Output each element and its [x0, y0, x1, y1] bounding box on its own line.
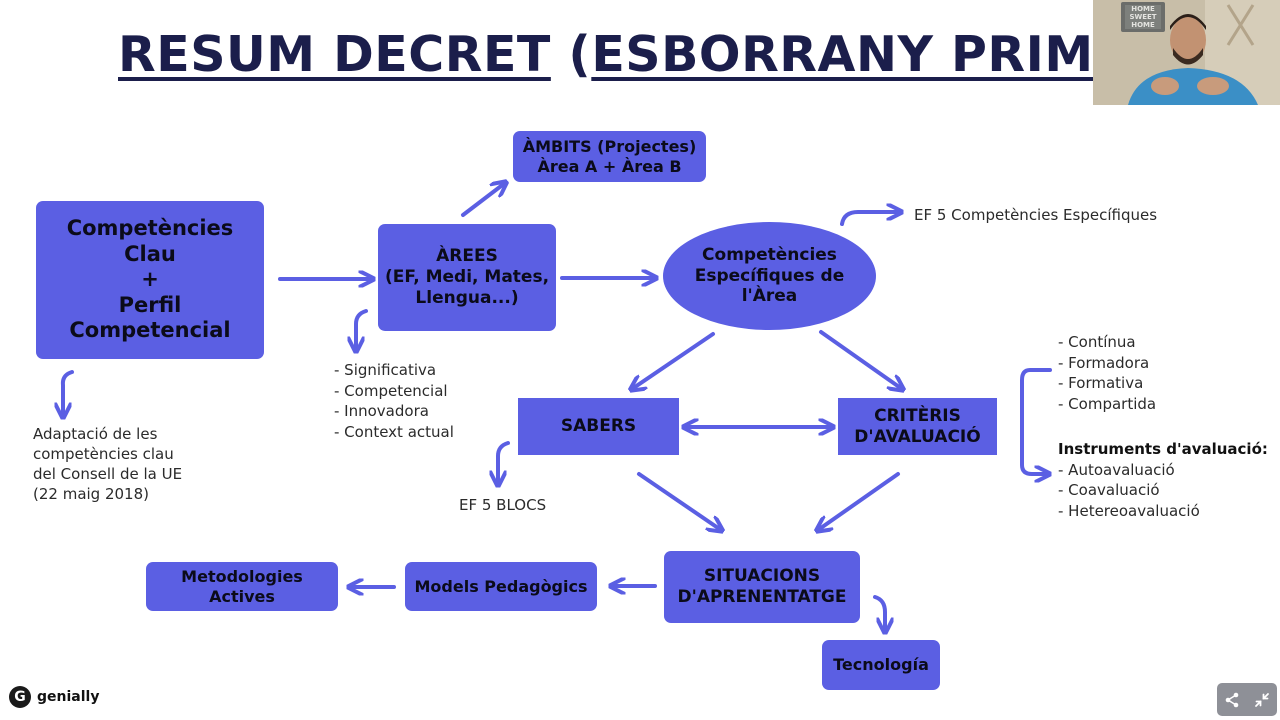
arees-note-item: - Competencial [334, 381, 448, 400]
arrow-especifiques-to-criteris [819, 330, 902, 389]
competencies-clau-box: Competències Clau + Perfil Competencial [36, 201, 264, 359]
avaluacio-notes: - Contínua - Formadora - Formativa - Com… [1058, 332, 1156, 414]
instruments-notes: Instruments d'avaluació: - Autoavaluació… [1058, 439, 1268, 521]
ef5-competencies-note: EF 5 Competències Específiques [914, 206, 1158, 224]
ambits-box: ÀMBITS (Projectes) Àrea A + Àrea B [513, 131, 706, 182]
arrow-arees-to-notes [356, 309, 368, 350]
arrow-clau-to-adaptacio [63, 370, 74, 416]
webcam-person-image [1093, 0, 1280, 105]
metodologies-label: Metodologies Actives [181, 566, 303, 606]
arees-note-item: - Context actual [334, 422, 454, 441]
arees-label: ÀREES (EF, Medi, Mates, Llengua...) [384, 246, 550, 308]
adaptacio-note: Adaptació de les competències clau del C… [33, 425, 183, 503]
genially-logo-text: genially [37, 689, 100, 705]
criteris-box: CRITÈRIS D'AVALUACIÓ [838, 398, 997, 455]
situacions-label: SITUACIONS D'APRENENTATGE [677, 566, 847, 607]
situacions-box: SITUACIONS D'APRENENTATGE [664, 551, 860, 623]
bracket-avaluacio [1020, 368, 1052, 474]
instruments-title: Instruments d'avaluació: [1058, 440, 1268, 458]
arrow-especifiques-to-ef5 [840, 212, 900, 226]
title-part-2: ( [550, 26, 592, 83]
competencies-clau-label: Competències Clau + Perfil Competencial [66, 215, 234, 343]
avaluacio-item: - Contínua [1058, 333, 1136, 351]
webcam-sign: HOME SWEET HOME [1124, 5, 1162, 29]
models-box: Models Pedagògics [405, 562, 597, 611]
avaluacio-item: - Formativa [1058, 374, 1144, 392]
competencies-especifiques-ellipse: Competències Específiques de l'Àrea [663, 222, 876, 330]
title-part-1: RESUM DECRET [118, 26, 551, 83]
avaluacio-item: - Compartida [1058, 394, 1157, 413]
arrow-criteris-to-situacions [818, 472, 900, 530]
tecnologia-box: Tecnología [822, 640, 940, 690]
sabers-box: SABERS [518, 398, 679, 455]
arrow-situacions-to-tecnologia [873, 595, 885, 631]
genially-logo[interactable]: G genially [9, 686, 99, 708]
arrow-arees-to-ambits [461, 183, 505, 217]
webcam-sign-line: HOME [1131, 5, 1155, 13]
criteris-label: CRITÈRIS D'AVALUACIÓ [854, 405, 981, 447]
metodologies-box: Metodologies Actives [146, 562, 338, 611]
page-title: RESUM DECRET (ESBORRANY PRIMÀR [118, 26, 1098, 96]
exit-fullscreen-icon[interactable] [1254, 692, 1270, 708]
competencies-especifiques-label: Competències Específiques de l'Àrea [694, 244, 845, 307]
title-part-3: ESBORRANY PRIMÀR [591, 26, 1098, 83]
arees-notes: - Significativa - Competencial - Innovad… [334, 360, 454, 442]
genially-logo-icon: G [9, 686, 31, 708]
instruments-item: - Autoavaluació [1058, 460, 1175, 479]
models-label: Models Pedagògics [414, 576, 588, 596]
arrow-sabers-to-situacions [637, 472, 721, 530]
webcam-sign-line: HOME [1131, 21, 1155, 29]
arrow-especifiques-to-sabers [632, 332, 715, 389]
arees-box: ÀREES (EF, Medi, Mates, Llengua...) [378, 224, 556, 331]
avaluacio-item: - Formadora [1058, 353, 1150, 372]
instruments-item: - Hetereoavaluació [1058, 501, 1200, 520]
sabers-label: SABERS [560, 416, 637, 437]
arrow-sabers-to-blocs [498, 441, 510, 484]
arees-note-item: - Significativa [334, 361, 437, 379]
webcam-sign-line: SWEET [1129, 13, 1157, 21]
share-icon[interactable] [1224, 692, 1240, 708]
webcam-overlay: HOME SWEET HOME [1093, 0, 1280, 105]
ef5-blocs-note: EF 5 BLOCS [459, 496, 547, 514]
ambits-label: ÀMBITS (Projectes) Àrea A + Àrea B [522, 136, 697, 176]
tecnologia-label: Tecnología [833, 655, 929, 675]
instruments-item: - Coavaluació [1058, 481, 1160, 499]
presentation-controls [1217, 683, 1277, 716]
arees-note-item: - Innovadora [334, 402, 429, 420]
